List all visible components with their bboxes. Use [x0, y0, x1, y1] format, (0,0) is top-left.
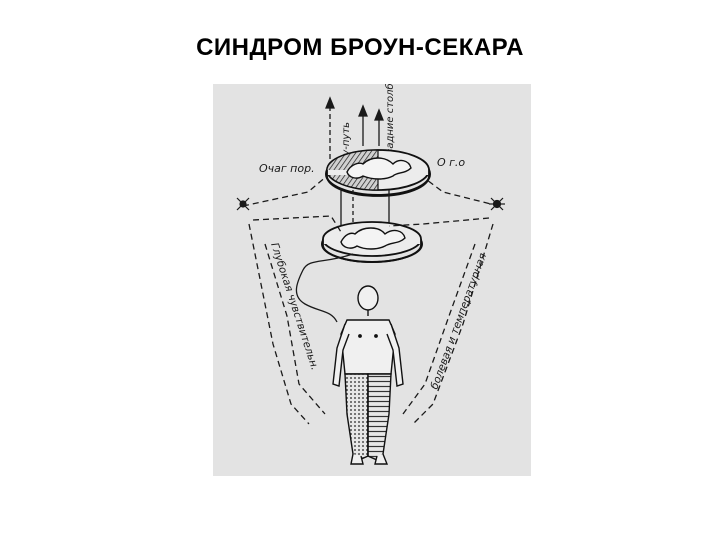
- brown-sequard-diagram: ру-путь задние столбы Очаг пор. О г.о: [213, 84, 531, 476]
- lower-cord-section: [321, 221, 423, 263]
- posterior-columns-label: задние столбы: [384, 84, 396, 154]
- nerve-connection-line: [295, 253, 354, 323]
- ascending-tract-arrows: [325, 96, 384, 159]
- right-pathway-label: болевая и температурная: [429, 252, 490, 391]
- tract-top-label: ру-путь: [341, 122, 352, 163]
- lesion-left-label: Очаг пор.: [259, 162, 315, 175]
- lesion-right-label: О г.о: [437, 156, 465, 169]
- upper-cord-section: [325, 149, 431, 197]
- stimulus-right-icon: [489, 197, 505, 211]
- diagram-svg: ру-путь задние столбы Очаг пор. О г.о: [236, 84, 505, 465]
- human-figure: [332, 285, 404, 465]
- slide-title: СИНДРОМ БРОУН-СЕКАРА: [196, 34, 524, 61]
- stimulus-left-icon: [236, 197, 250, 211]
- sensory-pathways: [242, 175, 500, 425]
